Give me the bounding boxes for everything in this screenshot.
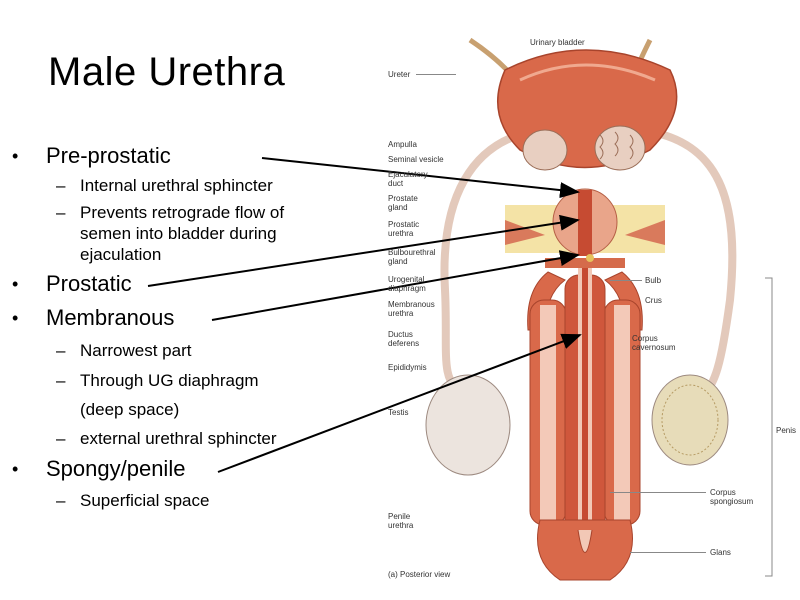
label-seminal-vesicle: Seminal vesicle	[388, 155, 444, 164]
bullet-label: Pre-prostatic	[46, 143, 171, 168]
label-bulb: Bulb	[645, 276, 662, 285]
arrow-spongy-penile	[217, 333, 582, 473]
label-crus: Crus	[645, 296, 662, 305]
label-ampulla: Ampulla	[388, 140, 417, 149]
sub-deep-space: (deep space)	[80, 400, 180, 419]
bullet-label: Membranous	[46, 305, 175, 330]
sub-external-sphincter: – external urethral sphincter	[56, 429, 277, 448]
bullet-dot: •	[12, 146, 19, 166]
label-membranous-urethra: Membranous urethra	[388, 300, 435, 318]
label-ductus-deferens: Ductus deferens	[388, 330, 420, 348]
bullet-label: Spongy/penile	[46, 456, 186, 481]
bullet-pre-prostatic: • Pre-prostatic	[12, 143, 171, 168]
label-glans: Glans	[710, 548, 731, 557]
penis-bracket	[765, 277, 773, 577]
sub-narrowest: – Narrowest part	[56, 341, 192, 360]
label-ejaculatory-duct: Ejaculatory duct	[388, 170, 428, 188]
label-epididymis: Epididymis	[388, 363, 427, 372]
sub-prevents-retrograde: – Prevents retrograde flow of	[56, 203, 285, 222]
label-corpus-cavernosum: Corpus cavernosum	[632, 334, 676, 352]
label-corpus-spongiosum: Corpus spongiosum	[710, 488, 754, 506]
bullet-dot: •	[12, 459, 19, 479]
ductus-deferens-left	[440, 126, 541, 394]
testis-right	[651, 374, 729, 466]
label-prostate-gland: Prostate gland	[388, 194, 418, 212]
bullet-spongy-penile: • Spongy/penile	[12, 456, 186, 481]
bullet-dot: •	[12, 308, 19, 328]
figure-caption: (a) Posterior view	[388, 570, 451, 579]
seminal-vesicle-left	[522, 129, 568, 171]
prostatic-urethra	[578, 190, 592, 256]
arrow-pre-prostatic	[261, 157, 580, 199]
label-penis: Penis	[776, 426, 797, 435]
sub-prevents-retrograde-cont: semen into bladder during	[80, 224, 277, 243]
bullet-prostatic: • Prostatic	[12, 271, 132, 296]
bullet-label: Prostatic	[46, 271, 132, 296]
label-bulbourethral-gland: Bulbourethral gland	[388, 248, 436, 266]
seminal-vesicle-right	[594, 125, 646, 171]
label-testis: Testis	[388, 408, 409, 417]
urogenital-diaphragm	[545, 258, 625, 268]
label-penile-urethra: Penile urethra	[388, 512, 414, 530]
sub-internal-sphincter: – Internal urethral sphincter	[56, 176, 273, 195]
ductus-deferens-right	[639, 126, 737, 399]
arrow-membranous	[211, 250, 580, 321]
arrow-prostatic	[147, 214, 580, 287]
label-prostatic-urethra: Prostatic urethra	[388, 220, 420, 238]
sub-superficial: – Superficial space	[56, 491, 210, 510]
bullet-dot: •	[12, 274, 19, 294]
bullet-membranous: • Membranous	[12, 305, 175, 330]
label-urinary-bladder: Urinary bladder	[530, 38, 585, 47]
label-ureter: Ureter	[388, 70, 411, 79]
testis-left	[425, 374, 511, 476]
sub-through-ug: – Through UG diaphragm	[56, 371, 259, 390]
sub-prevents-retrograde-cont2: ejaculation	[80, 245, 162, 264]
slide-title: Male Urethra	[48, 50, 286, 94]
label-urogenital-diaphragm: Urogenital diaphragm	[388, 275, 426, 293]
